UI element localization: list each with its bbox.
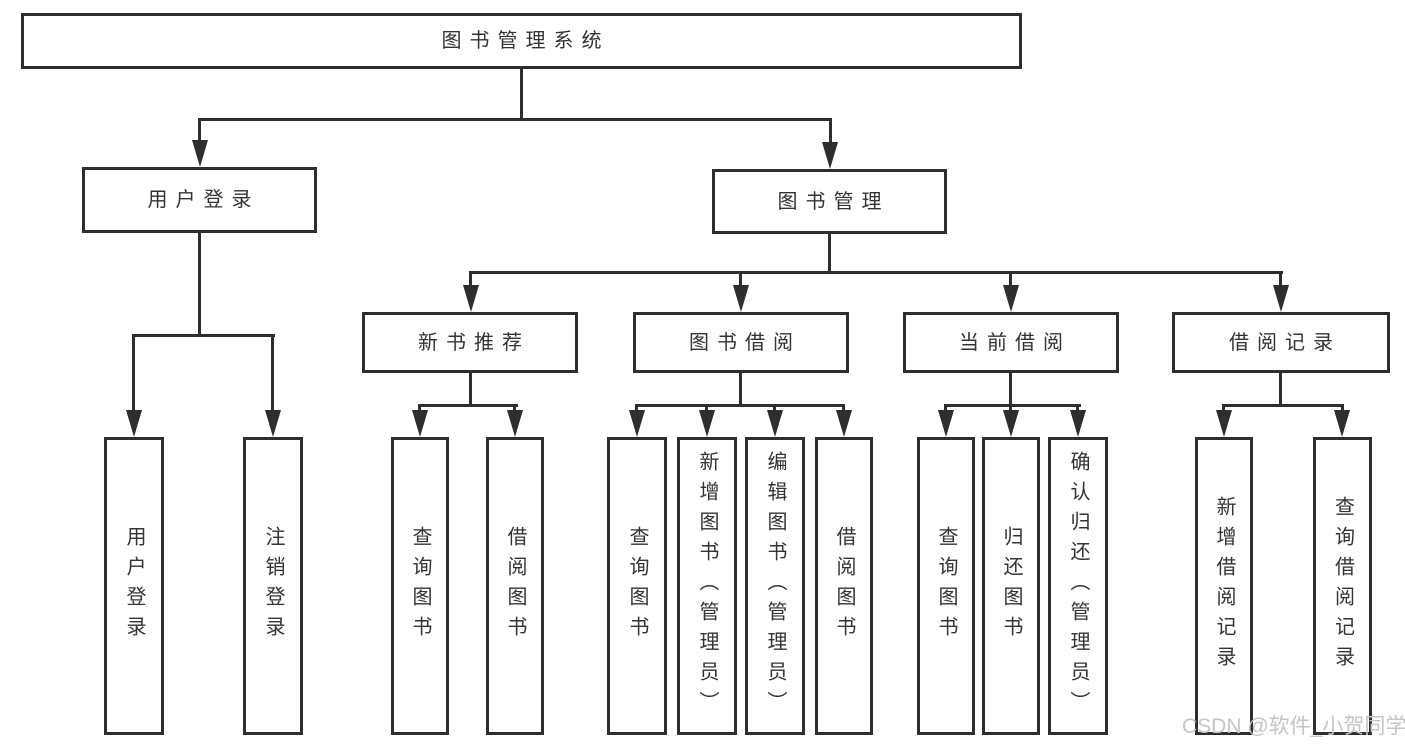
node-borrow-records-label: 借阅记录	[1229, 331, 1341, 354]
arrowhead-down-user-login	[192, 140, 208, 167]
arrowhead-down-book-mgmt	[822, 142, 838, 169]
leaf-add-books-admin: 新增图书（管理员）	[677, 437, 737, 735]
leaf-borrow-books-1: 借阅图书	[486, 437, 544, 735]
connector-drop-c3	[773, 404, 776, 414]
node-book-mgmt: 图书管理	[712, 169, 947, 234]
leaf-edit-books-admin: 编辑图书（管理员）	[745, 437, 805, 735]
connector-drop-e1	[1222, 404, 1225, 414]
connector-drop-e2	[1341, 404, 1344, 414]
connector-book-borrow-crossbar	[635, 404, 845, 407]
connector-new-book-crossbar	[418, 404, 518, 407]
leaf-confirm-return-admin: 确认归还（管理员）	[1048, 437, 1108, 735]
connector-current-borrow-crossbar	[944, 404, 1081, 407]
arrowhead-down-d3	[1070, 410, 1086, 437]
leaf-logout: 注销登录	[243, 437, 303, 735]
leaf-query-books-2-label: 查询图书	[626, 526, 648, 646]
leaf-return-books-label: 归还图书	[1000, 526, 1022, 646]
connector-root-crossbar	[198, 118, 832, 121]
arrowhead-down-c2	[699, 410, 715, 437]
arrowhead-down-c3	[767, 410, 783, 437]
connector-user-login-stem	[198, 231, 201, 336]
connector-book-borrow-stem2	[739, 371, 742, 406]
arrowhead-down-book-borrow	[733, 285, 749, 312]
connector-drop-c2	[705, 404, 708, 414]
arrowhead-down-current-borrow	[1003, 285, 1019, 312]
node-root: 图书管理系统	[21, 13, 1022, 69]
connector-drop-c1	[635, 404, 638, 414]
arrowhead-down-b1	[412, 410, 428, 437]
connector-drop-current-borrow	[1009, 271, 1012, 287]
leaf-return-books: 归还图书	[982, 437, 1040, 735]
connector-drop-b2	[513, 404, 516, 414]
arrowhead-down-c1	[629, 410, 645, 437]
leaf-borrow-books-2: 借阅图书	[815, 437, 873, 735]
leaf-user-login-label: 用户登录	[123, 526, 145, 646]
arrowhead-down-d1	[938, 410, 954, 437]
connector-borrow-records-crossbar	[1222, 404, 1344, 407]
arrowhead-down-d2	[1003, 410, 1019, 437]
node-borrow-records: 借阅记录	[1172, 312, 1390, 373]
connector-drop-leaf-login	[132, 334, 135, 412]
leaf-query-books-3: 查询图书	[917, 437, 975, 735]
arrowhead-down-b2	[507, 410, 523, 437]
leaf-add-borrow-record: 新增借阅记录	[1195, 437, 1253, 735]
node-book-borrow-label: 图书借阅	[689, 331, 801, 354]
connector-drop-new-book	[469, 271, 472, 287]
connector-drop-d2	[1009, 404, 1012, 414]
leaf-query-books-3-label: 查询图书	[935, 526, 957, 646]
arrowhead-down-borrow-records	[1273, 285, 1289, 312]
arrowhead-down-e1	[1216, 410, 1232, 437]
connector-drop-borrow-records	[1279, 271, 1282, 287]
connector-book-mgmt-stem	[828, 232, 831, 273]
node-root-label: 图书管理系统	[441, 30, 610, 52]
connector-new-book-stem	[469, 371, 472, 406]
leaf-edit-books-admin-label: 编辑图书（管理员）	[764, 451, 786, 721]
connector-drop-b1	[418, 404, 421, 414]
connector-drop-book-mgmt	[829, 118, 832, 144]
leaf-confirm-return-admin-label: 确认归还（管理员）	[1067, 451, 1089, 721]
leaf-borrow-books-1-label: 借阅图书	[504, 526, 526, 646]
leaf-borrow-books-2-label: 借阅图书	[833, 526, 855, 646]
node-book-borrow: 图书借阅	[633, 312, 849, 373]
leaf-query-books-1: 查询图书	[391, 437, 449, 735]
leaf-query-books-1-label: 查询图书	[409, 526, 431, 646]
node-book-mgmt-label: 图书管理	[777, 190, 890, 213]
leaf-logout-label: 注销登录	[262, 526, 284, 646]
connector-drop-leaf-logout	[271, 334, 274, 412]
leaf-query-borrow-record-label: 查询借阅记录	[1331, 496, 1354, 676]
arrowhead-down-leaf-login	[126, 410, 142, 437]
arrowhead-down-c4	[836, 410, 852, 437]
node-new-book-rec-label: 新书推荐	[418, 331, 530, 354]
node-user-login-label: 用户登录	[147, 189, 260, 211]
arrowhead-down-e2	[1334, 410, 1350, 437]
leaf-add-borrow-record-label: 新增借阅记录	[1213, 496, 1235, 676]
csdn-watermark: CSDN @软件_小贺同学	[1182, 715, 1405, 738]
node-user-login: 用户登录	[82, 167, 317, 233]
connector-drop-c4	[842, 404, 845, 414]
leaf-query-books-2: 查询图书	[607, 437, 667, 735]
connector-drop-d1	[944, 404, 947, 414]
node-current-borrow-label: 当前借阅	[959, 331, 1071, 354]
connector-user-login-crossbar	[132, 334, 275, 337]
connector-drop-book-borrow	[739, 271, 742, 287]
arrowhead-down-leaf-logout	[265, 410, 281, 437]
connector-current-borrow-stem2	[1009, 371, 1012, 406]
connector-drop-user-login	[198, 118, 201, 142]
node-new-book-rec: 新书推荐	[362, 312, 578, 373]
leaf-query-borrow-record: 查询借阅记录	[1313, 437, 1372, 735]
connector-borrow-records-stem2	[1279, 371, 1282, 406]
leaf-add-books-admin-label: 新增图书（管理员）	[696, 451, 718, 721]
connector-book-mgmt-crossbar	[469, 271, 1283, 274]
connector-root-stem	[520, 68, 523, 120]
arrowhead-down-new-book	[463, 285, 479, 312]
connector-drop-d3	[1076, 404, 1079, 414]
leaf-user-login: 用户登录	[104, 437, 164, 735]
node-current-borrow: 当前借阅	[903, 312, 1119, 373]
